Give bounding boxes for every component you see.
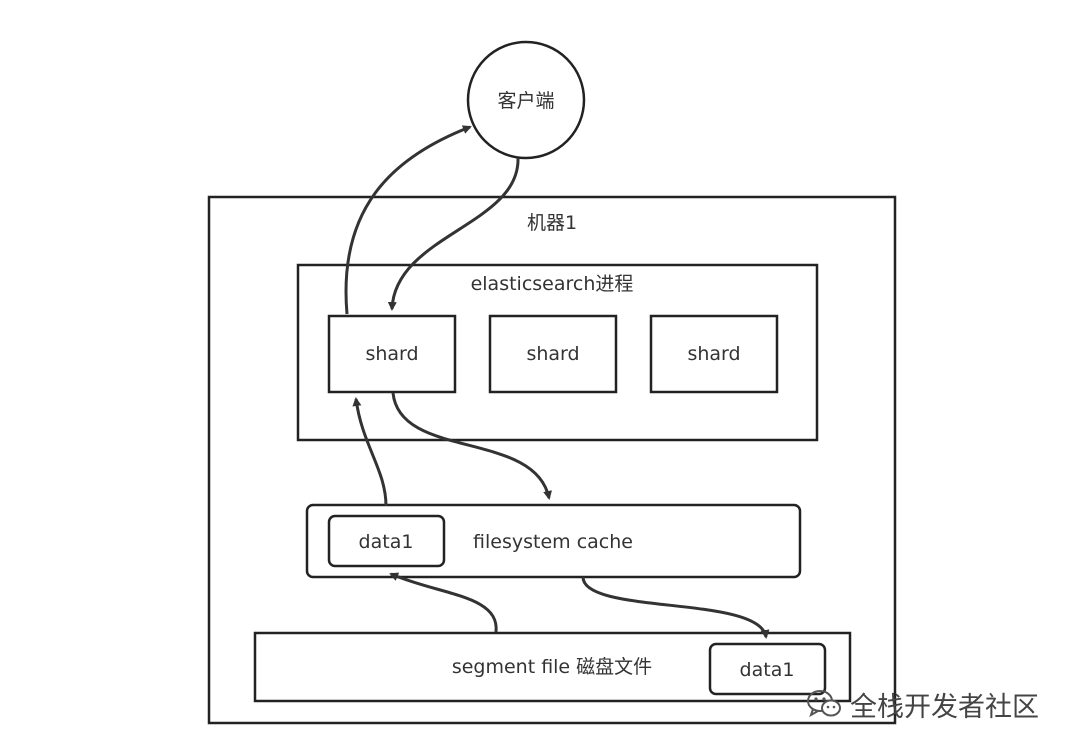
- arrow-disk-to-cache: [389, 572, 498, 633]
- disk-label: segment file 磁盘文件: [452, 656, 652, 678]
- shard-box-2: shard: [488, 314, 618, 394]
- shard-box-3: shard: [649, 314, 779, 394]
- wechat-icon: [807, 690, 841, 718]
- cache-label: filesystem cache: [473, 531, 633, 553]
- arrow-cache-to-shard: [352, 397, 388, 507]
- machine-label: 机器1: [527, 212, 577, 234]
- arrow-cache-to-disk: [581, 576, 770, 639]
- arrow-shard-to-client: [344, 125, 472, 315]
- disk-data-box: data1: [708, 642, 827, 696]
- shard-box-1: shard: [327, 314, 457, 394]
- client-node: 客户端: [466, 40, 586, 160]
- watermark-text: 全栈开发者社区: [850, 691, 1039, 723]
- process-label: elasticsearch进程: [471, 273, 634, 295]
- arrow-client-to-shard: [387, 157, 520, 311]
- shard-label-2: shard: [526, 343, 579, 365]
- cache-data-label: data1: [359, 531, 414, 553]
- shard-label-1: shard: [365, 343, 418, 365]
- watermark: 全栈开发者社区: [806, 686, 1039, 723]
- shard-label-3: shard: [687, 343, 740, 365]
- client-label: 客户端: [497, 90, 554, 112]
- disk-data-label: data1: [740, 659, 795, 681]
- cache-data-box: data1: [327, 514, 446, 568]
- arrow-shard-to-cache: [391, 392, 552, 500]
